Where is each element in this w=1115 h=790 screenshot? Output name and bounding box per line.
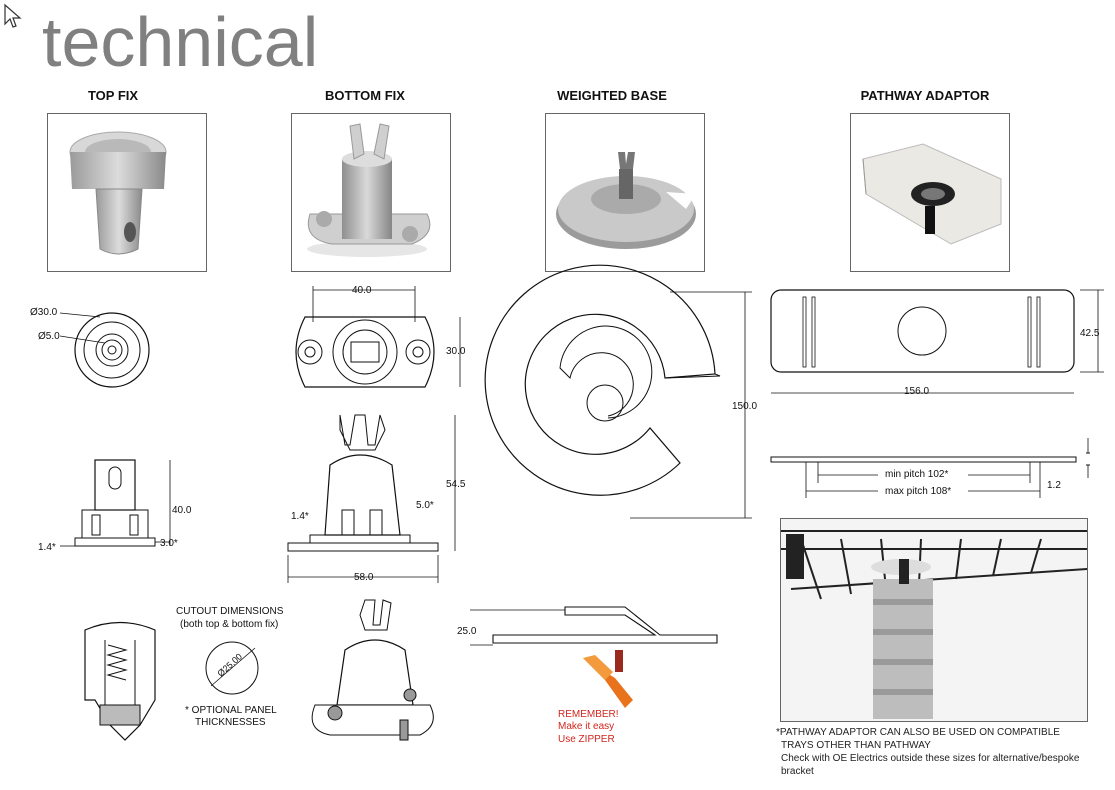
weighted-base-photo [545,113,705,272]
pathway-dim-width: 42.5 [1080,328,1100,339]
bottom-fix-dim-width-base: 58.0 [354,572,374,583]
pathway-adaptor-plan-drawing [770,289,1104,394]
pathway-footnote-line4: bracket [781,766,814,777]
bottom-fix-side-drawing [287,414,456,583]
heading-bottom-fix: BOTTOM FIX [325,88,405,103]
pathway-dim-thickness: 1.2 [1047,480,1061,491]
reminder-line3: Use ZIPPER [558,734,615,745]
top-fix-photo [47,113,207,272]
cutout-note-line2: THICKNESSES [195,717,266,728]
weighted-base-dim-diameter: 150.0 [732,401,758,412]
bottom-fix-dim-left: 1.4* [291,511,309,522]
arrow-cursor-icon [4,3,22,28]
weighted-base-side-drawing [470,606,718,646]
top-fix-dim-outer: Ø30.0 [30,307,58,318]
bottom-fix-dim-height: 54.5 [446,479,466,490]
pathway-min-pitch: min pitch 102* [885,469,949,480]
bottom-fix-cutaway-drawing [311,599,434,741]
pathway-max-pitch: max pitch 108* [885,486,952,497]
bottom-fix-dim-width-top: 40.0 [352,285,372,296]
weighted-base-plan-drawing [484,264,752,519]
pathway-footnote-line3: Check with OE Electrics outside these si… [781,753,1080,764]
pathway-adaptor-photo [850,113,1010,272]
heading-weighted-base: WEIGHTED BASE [557,88,667,103]
top-fix-dim-height: 40.0 [172,505,192,516]
reminder-line2: Make it easy [558,721,615,732]
bottom-fix-photo [291,113,451,272]
pathway-footnote-line1: *PATHWAY ADAPTOR CAN ALSO BE USED ON COM… [776,727,1060,738]
top-fix-dim-right: 3.0* [160,538,178,549]
pathway-dim-length: 156.0 [904,386,930,397]
cutout-title: CUTOUT DIMENSIONS [176,606,284,617]
top-fix-side-drawing [60,459,171,547]
weighted-base-dim-height: 25.0 [457,626,477,637]
pathway-footnote-line2: TRAYS OTHER THAN PATHWAY [781,740,931,751]
cutout-subtitle: (both top & bottom fix) [180,619,279,630]
bottom-fix-dim-small: 5.0* [416,500,434,511]
top-fix-dim-inner: Ø5.0 [38,331,60,342]
page-title: technical [42,3,319,81]
zipper-tool-icon [583,650,633,708]
top-fix-plan-drawing [59,312,150,388]
pathway-adaptor-side-drawing [770,438,1090,498]
pathway-install-photo [780,518,1088,722]
heading-top-fix: TOP FIX [87,88,139,103]
cutout-note-line1: * OPTIONAL PANEL [185,705,277,716]
heading-pathway-adaptor: PATHWAY ADAPTOR [860,88,990,103]
reminder-line1: REMEMBER! [558,709,619,720]
cutout-circle-drawing [205,641,259,695]
top-fix-cutaway-drawing [84,621,156,741]
bottom-fix-plan-drawing [295,286,461,388]
bottom-fix-dim-depth: 30.0 [446,346,466,357]
top-fix-dim-left: 1.4* [38,542,56,553]
